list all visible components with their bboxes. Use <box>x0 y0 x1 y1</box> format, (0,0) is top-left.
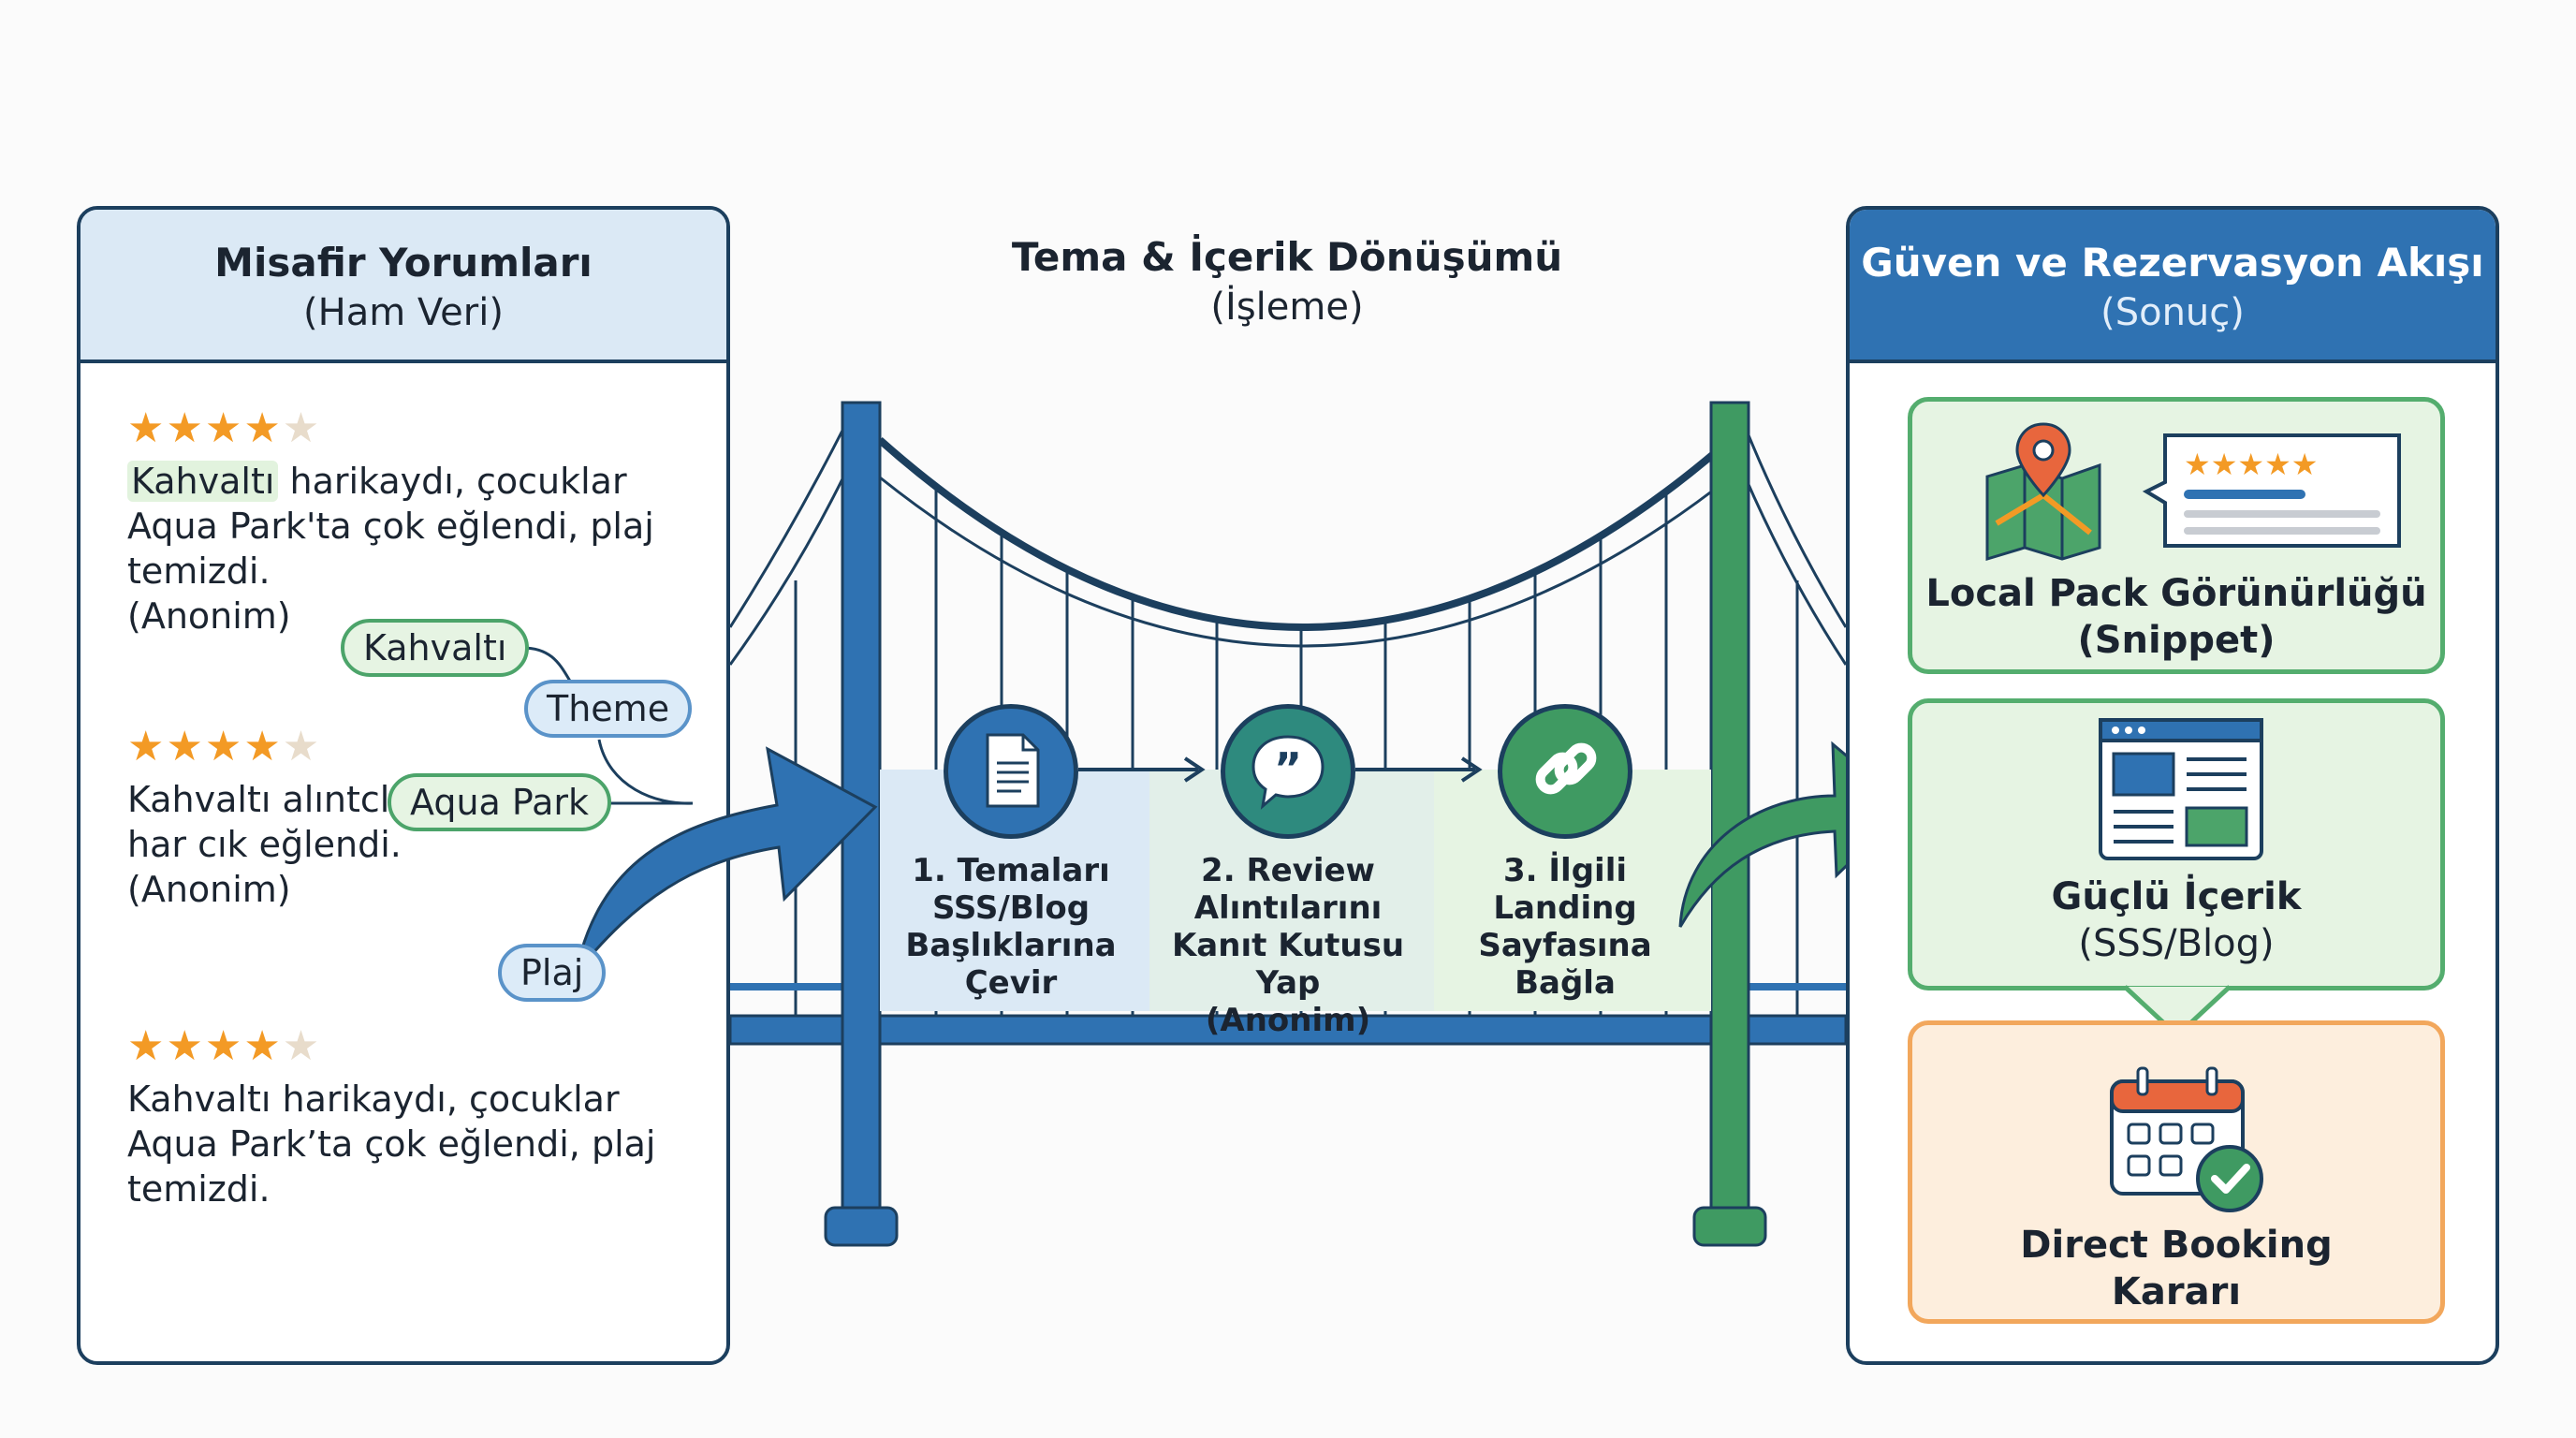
booking-flow-title: Güven ve Rezervasyon Akışı <box>1861 240 2484 286</box>
review-author: (Anonim) <box>127 869 291 910</box>
review-text: Kahvaltı alıntclı har cık eğlendi. (Anon… <box>127 777 670 912</box>
bridge-deck <box>730 1016 1846 1044</box>
right-tower <box>1709 401 1750 1210</box>
step-1-label: 1. Temaları SSS/Blog Başlıklarına Çevir <box>905 852 1117 1002</box>
strong-content-subtitle: (SSS/Blog) <box>2078 922 2275 965</box>
booking-flow-panel: Güven ve Rezervasyon Akışı (Sonuç) ★★★★★… <box>1846 206 2499 1365</box>
review-line: temizdi. <box>127 550 271 592</box>
svg-text:★★★★★: ★★★★★ <box>2184 447 2318 482</box>
local-pack-card: ★★★★★ Local Pack Görünürlüğü (Snippet) <box>1908 397 2445 674</box>
review-author: (Anonim) <box>127 595 291 637</box>
step-1-circle <box>944 704 1078 839</box>
webpage-icon <box>2099 718 2263 860</box>
quote-bubble-icon: ” <box>1251 735 1325 810</box>
star-rating: ★★★★★ <box>127 1022 322 1070</box>
review-line: har cık eğlendi. <box>127 824 402 865</box>
review-line: temizdi. <box>127 1168 271 1210</box>
calendar-check-icon <box>2110 1066 2263 1212</box>
link-icon <box>1535 742 1597 795</box>
tag-kahvalti[interactable]: Kahvaltı <box>341 619 530 677</box>
review-line: Kahvaltı harikaydı, çocuklar <box>127 459 670 504</box>
guest-reviews-title: Misafir Yorumları <box>214 240 593 286</box>
map-pin-icon <box>1985 422 2101 561</box>
processing-title: Tema & İçerik Dönüşümü <box>1011 234 1563 280</box>
review-line: Aqua Park’ta çok eğlendi, plaj <box>127 1123 656 1165</box>
strong-content-card: Güçlü İçerik (SSS/Blog) <box>1908 698 2445 990</box>
processing-heading: Tema & İçerik Dönüşümü (İşleme) <box>899 232 1676 331</box>
step-3-label: 3. İlgili Landing Sayfasına Bağla <box>1478 852 1652 1002</box>
local-pack-subtitle: (Snippet) <box>2077 619 2276 662</box>
review-text: Kahvaltı harikaydı, çocuklar Aqua Park’t… <box>127 1077 670 1211</box>
processing-subtitle: (İşleme) <box>1210 286 1364 329</box>
guest-reviews-panel: Misafir Yorumları (Ham Veri) ★★★★★ Kahva… <box>77 206 730 1365</box>
document-icon <box>986 733 1040 808</box>
review-line: Kahvaltı alıntclı <box>127 779 400 820</box>
star-rating: ★★★★★ <box>127 404 322 452</box>
direct-booking-subtitle: Kararı <box>2111 1270 2242 1313</box>
step-2-label: 2. Review Alıntılarını Kanıt Kutusu Yap … <box>1171 852 1405 1039</box>
highlighted-keyword: Kahvaltı <box>127 461 279 502</box>
step-2-circle: ” <box>1221 704 1355 839</box>
review-line: Kahvaltı harikaydı, çocuklar <box>127 1078 620 1120</box>
tag-plaj[interactable]: Plaj <box>498 944 607 1002</box>
input-arrow <box>574 746 878 975</box>
svg-text:”: ” <box>1274 743 1302 794</box>
step-3-circle <box>1498 704 1632 839</box>
star-rating: ★★★★★ <box>127 723 322 770</box>
guest-reviews-subtitle: (Ham Veri) <box>303 291 504 334</box>
review-line: Aqua Park'ta çok eğlendi, plaj <box>127 506 654 547</box>
guest-reviews-header: Misafir Yorumları (Ham Veri) <box>80 210 726 363</box>
review-card: ★★★★★ Kahvaltı harikaydı, çocuklar Aqua … <box>127 406 670 638</box>
tag-aqua-park[interactable]: Aqua Park <box>388 773 612 831</box>
direct-booking-card: Direct Booking Kararı <box>1908 1020 2445 1324</box>
tag-theme[interactable]: Theme <box>524 680 693 738</box>
booking-flow-subtitle: (Sonuç) <box>2100 291 2245 334</box>
review-card: ★★★★★ Kahvaltı alıntclı har cık eğlendi.… <box>127 725 670 912</box>
rating-snippet-icon: ★★★★★ <box>2142 433 2401 548</box>
direct-booking-title: Direct Booking <box>2020 1224 2333 1267</box>
strong-content-title: Güçlü İçerik <box>2051 875 2302 918</box>
review-text: Kahvaltı harikaydı, çocuklar Aqua Park't… <box>127 459 670 638</box>
booking-flow-header: Güven ve Rezervasyon Akışı (Sonuç) <box>1850 210 2496 363</box>
local-pack-title: Local Pack Görünürlüğü <box>1925 572 2427 615</box>
main-cable <box>877 436 1733 631</box>
review-card: ★★★★★ Kahvaltı harikaydı, çocuklar Aqua … <box>127 1024 670 1211</box>
